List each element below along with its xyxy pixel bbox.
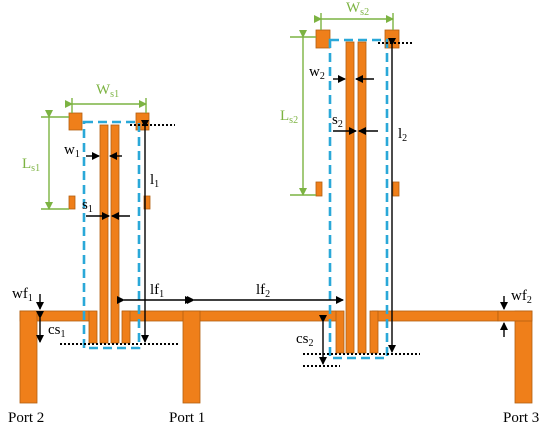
w2-label: w2 — [309, 64, 325, 82]
res1-pad-tl — [68, 112, 83, 131]
port3-label: Port 3 — [503, 410, 539, 426]
res2-line-a — [345, 41, 355, 354]
s2-dimension: s2 — [332, 112, 378, 135]
port3-stub — [514, 310, 533, 404]
l1-dimension: l1 — [141, 120, 159, 343]
res1-line-b — [110, 124, 120, 344]
cs2-label: cs2 — [296, 331, 314, 349]
res1-right-stub — [121, 310, 131, 344]
port1-label: Port 1 — [169, 410, 205, 426]
copper-traces — [19, 29, 533, 404]
res2-left-stub — [335, 310, 345, 354]
res1-dashed-box — [82, 120, 141, 350]
l2-dimension: l2 — [388, 38, 407, 353]
res1-line-a — [99, 124, 109, 344]
res1-pad-ml — [68, 195, 76, 210]
w1-label: w1 — [64, 142, 80, 160]
port3-corner — [497, 310, 533, 322]
ls1-dimension: Ls1 — [22, 110, 69, 210]
w2-dimension: w2 — [309, 64, 374, 83]
cs2-dimension: cs2 — [296, 315, 327, 365]
lf1-dimension: lf1 — [117, 282, 193, 304]
ws1-dimension: Ws1 — [65, 82, 147, 113]
wf2-label: wf2 — [511, 288, 532, 306]
wf2-dimension: wf2 — [500, 288, 532, 337]
l1-label: l1 — [150, 172, 159, 190]
port2-stub — [19, 310, 38, 404]
port2-label: Port 2 — [8, 410, 44, 426]
ws1-label: Ws1 — [96, 82, 119, 100]
res2-line-b — [357, 41, 367, 354]
ls2-dimension: Ls2 — [280, 30, 316, 196]
res2-dashed-box — [328, 38, 389, 360]
res2-right-stub — [369, 310, 379, 354]
lf2-dimension: lf2 — [187, 282, 344, 304]
lf1-label: lf1 — [150, 282, 164, 300]
ws2-label: Ws2 — [346, 0, 369, 18]
res2-pad-ml — [315, 181, 323, 197]
wf1-dimension: wf1 — [12, 286, 44, 310]
s1-label: s1 — [82, 197, 93, 215]
ls2-label: Ls2 — [280, 108, 298, 126]
s1-dimension: s1 — [82, 197, 130, 220]
w1-dimension: w1 — [64, 142, 122, 160]
l2-label: l2 — [398, 126, 407, 144]
cs1-dimension: cs1 — [36, 311, 66, 343]
res2-pad-tl — [315, 29, 331, 49]
cs1-label: cs1 — [48, 322, 66, 340]
port1-stub — [182, 310, 201, 404]
res2-pad-mr — [392, 181, 400, 197]
ws2-dimension: Ws2 — [314, 0, 394, 30]
s2-label: s2 — [332, 112, 343, 130]
res1-left-stub — [88, 310, 98, 344]
wf1-label: wf1 — [12, 286, 33, 304]
ls1-label: Ls1 — [22, 156, 40, 174]
lf2-label: lf2 — [256, 282, 270, 300]
